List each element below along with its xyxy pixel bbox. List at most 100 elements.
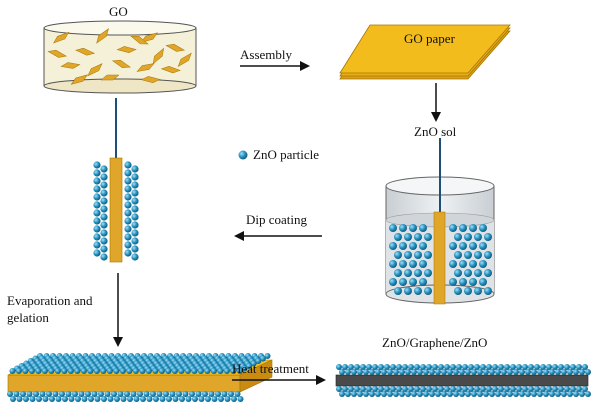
zno-particle <box>345 369 351 375</box>
zno-particle <box>469 242 477 250</box>
zno-particle <box>55 396 62 402</box>
coated-paper-particles <box>93 161 139 261</box>
zno-particle <box>531 391 537 397</box>
zno-particle <box>189 391 195 397</box>
zno-particle <box>100 173 108 181</box>
zno-particle <box>464 269 472 277</box>
zno-particle <box>133 396 140 402</box>
zno-particle <box>420 364 426 370</box>
zno-particle <box>378 386 384 392</box>
zno-particle <box>158 368 165 374</box>
zno-particle <box>471 391 477 397</box>
zno-particle <box>537 369 543 375</box>
zno-particle <box>354 364 360 370</box>
zno-particle <box>534 364 540 370</box>
zno-particle <box>462 364 468 370</box>
zno-particle <box>357 391 363 397</box>
gel-slab <box>7 353 273 402</box>
zno-particle <box>573 369 579 375</box>
go-flake <box>165 43 186 52</box>
zno-particle <box>510 364 516 370</box>
zno-particle <box>573 391 579 397</box>
zno-particle <box>15 368 22 374</box>
zno-particle <box>93 368 100 374</box>
zno-particle <box>197 368 204 374</box>
zno-particle <box>564 364 570 370</box>
zno-particle <box>522 386 528 392</box>
zno-particle <box>411 391 417 397</box>
zno-particle <box>402 386 408 392</box>
zno-particle <box>113 368 120 374</box>
zno-particle <box>132 368 139 374</box>
zno-particle <box>389 224 397 232</box>
zno-particle <box>100 165 108 173</box>
zno-particle <box>534 386 540 392</box>
zno-particle <box>381 391 387 397</box>
zno-particle-legend-icon <box>238 150 248 160</box>
zno-particle <box>510 386 516 392</box>
zno-particle <box>131 221 139 229</box>
go-flake <box>75 47 96 56</box>
zno-particle <box>435 391 441 397</box>
zno-particle <box>387 391 393 397</box>
zno-particle <box>126 368 133 374</box>
zno-particle <box>579 391 585 397</box>
zno-particle <box>419 260 427 268</box>
zno-particle <box>516 364 522 370</box>
zno-particle <box>469 278 477 286</box>
zno-particle <box>231 396 237 402</box>
zno-particle <box>234 391 241 397</box>
zno-particle <box>140 396 146 402</box>
zno-particle <box>399 224 407 232</box>
zno-particle <box>131 197 139 205</box>
zno-particle <box>255 358 262 364</box>
zno-particle <box>49 396 55 402</box>
zno-particle <box>360 364 366 370</box>
zno-particle <box>131 237 139 245</box>
zno-particle <box>459 278 467 286</box>
zno-particle <box>519 369 525 375</box>
zno-particle <box>80 368 87 374</box>
zno-particle <box>10 396 16 402</box>
zno-particle <box>171 368 178 374</box>
zno-particle <box>483 369 489 375</box>
zno-particle <box>465 369 471 375</box>
zno-particle <box>552 386 558 392</box>
zno-particle <box>585 369 591 375</box>
zno-particle <box>507 391 513 397</box>
zno-particle <box>432 364 438 370</box>
zno-particle <box>198 396 205 402</box>
go-flake <box>140 32 159 43</box>
zno-particle <box>567 369 573 375</box>
zno-particle <box>479 224 487 232</box>
zno-particle <box>465 391 471 397</box>
go-flake <box>140 76 161 84</box>
zno-particle <box>504 386 510 392</box>
zno-particle <box>369 391 375 397</box>
zno-particle <box>41 368 48 374</box>
zno-particle <box>88 396 94 402</box>
zno-graphene-zno-film <box>335 364 591 397</box>
zno-particle <box>52 391 59 397</box>
zno-particle <box>501 391 507 397</box>
zno-particle <box>78 391 85 397</box>
zno-particle <box>414 269 422 277</box>
zno-particle <box>384 386 390 392</box>
zno-particle <box>459 242 467 250</box>
zno-particle <box>204 368 211 374</box>
zno-particle <box>492 386 498 392</box>
zno-particle <box>579 369 585 375</box>
zno-particle <box>93 233 101 241</box>
zno-particle <box>75 396 81 402</box>
zno-particle <box>114 396 120 402</box>
zno-particle <box>93 193 101 201</box>
zno-particle <box>405 369 411 375</box>
zno-particle <box>120 396 127 402</box>
zno-particle <box>396 364 402 370</box>
zno-particle <box>217 368 224 374</box>
zno-particle <box>456 386 462 392</box>
zno-particle <box>486 364 492 370</box>
zno-particle <box>91 391 98 397</box>
zno-particle <box>100 368 107 374</box>
zno-particle <box>438 364 444 370</box>
